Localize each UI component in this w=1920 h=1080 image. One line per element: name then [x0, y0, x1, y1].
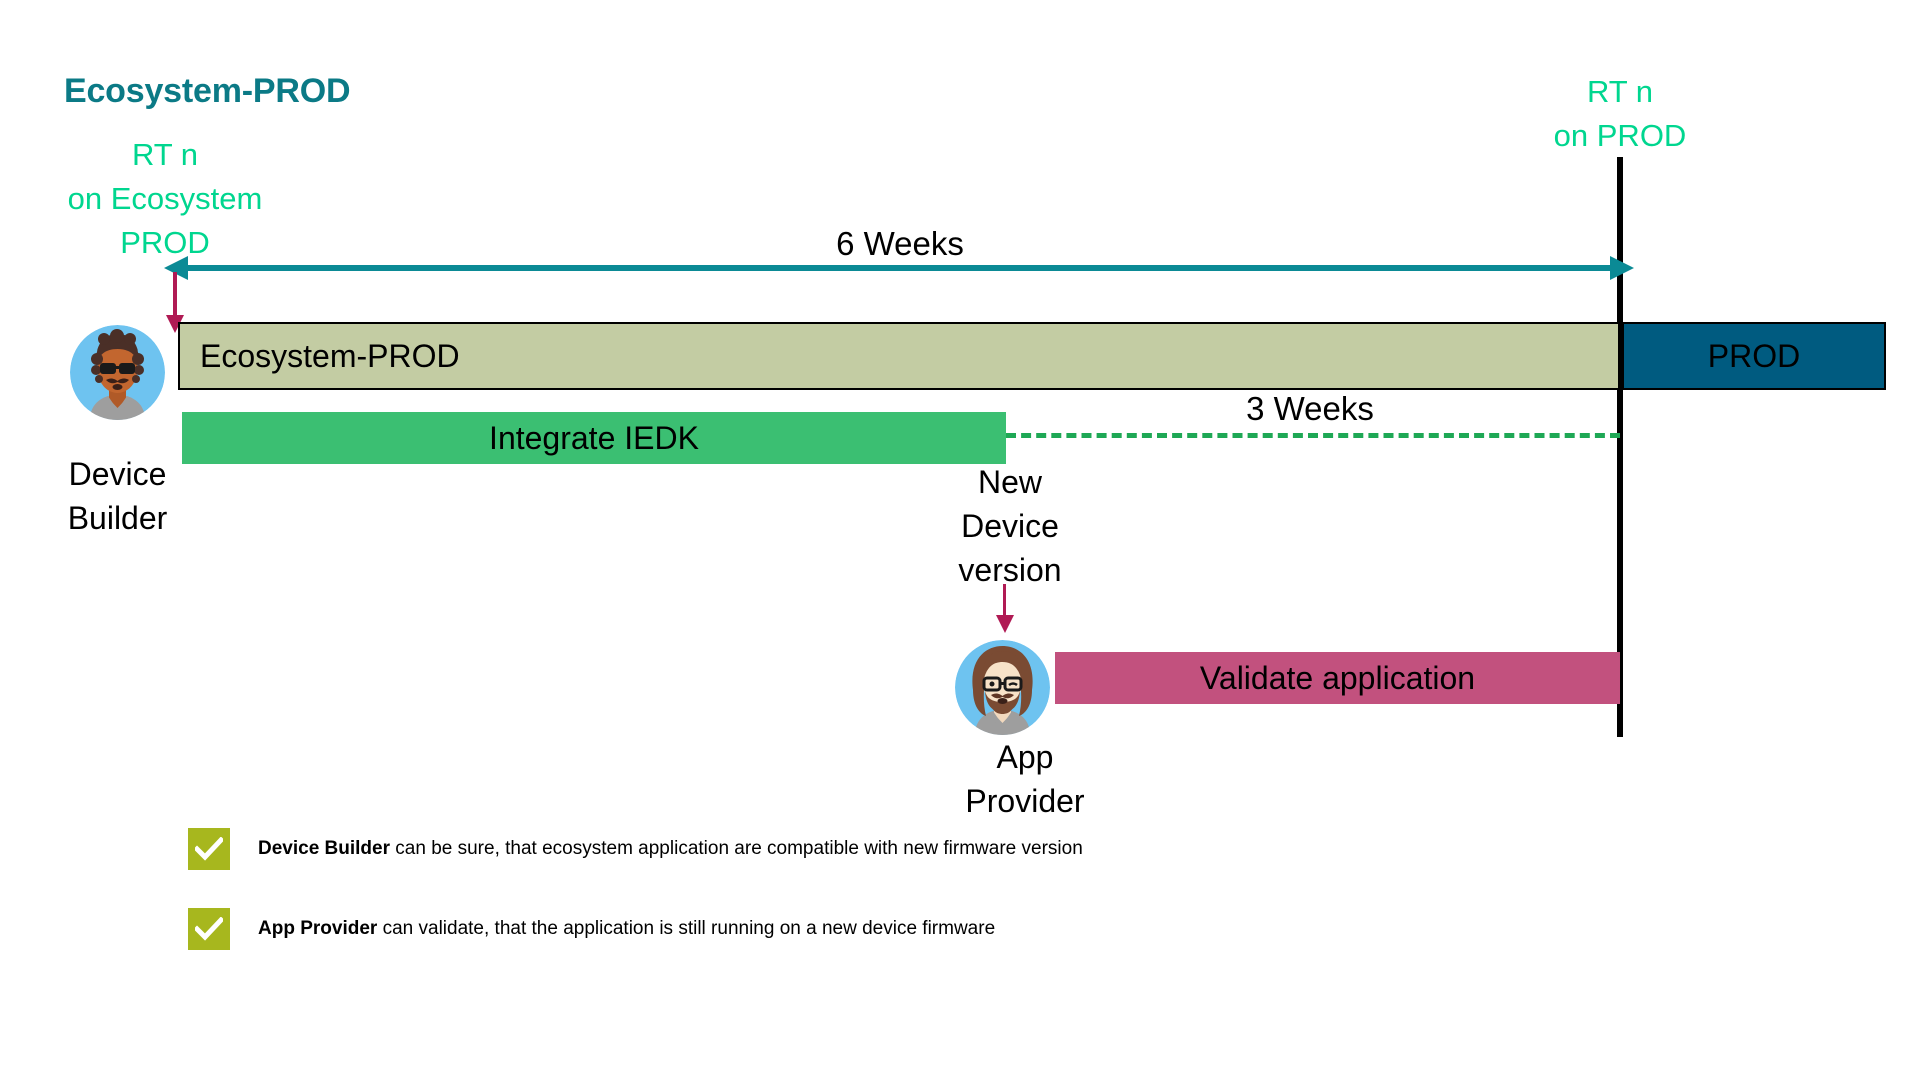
- annotation-new-device-version-line3: version: [958, 552, 1062, 588]
- bar-validate-application: Validate application: [1055, 652, 1620, 704]
- bar-integrate-iedk: Integrate IEDK: [182, 412, 1006, 464]
- actor-label-app-provider: App Provider: [900, 735, 1150, 823]
- bar-prod: PROD: [1622, 322, 1886, 390]
- footnote-app-provider: App Provider can validate, that the appl…: [188, 908, 995, 950]
- footnote-device-builder: Device Builder can be sure, that ecosyst…: [188, 828, 1083, 870]
- check-icon: [188, 908, 230, 950]
- arrow-head-right-icon: [1610, 256, 1634, 280]
- avatar-device-builder-image: [70, 325, 165, 420]
- actor-label-device-builder-line2: Builder: [67, 500, 168, 536]
- avatar-app-provider: [955, 640, 1050, 735]
- milestone-label-right-line2: on PROD: [1553, 118, 1687, 153]
- bar-validate-application-label: Validate application: [1199, 659, 1476, 696]
- milestone-vertical-line: [1617, 157, 1623, 737]
- avatar-device-builder: [70, 325, 165, 420]
- actor-label-app-provider-line2: Provider: [965, 783, 1085, 819]
- bar-prod-label: PROD: [1707, 337, 1801, 374]
- bar-ecosystem-prod-label: Ecosystem-PROD: [200, 337, 460, 374]
- milestone-label-right-line1: RT n: [1586, 74, 1654, 109]
- drop-arrow-mid-head-icon: [996, 615, 1014, 633]
- footnote-app-provider-rest: can validate, that the application is st…: [377, 918, 996, 939]
- actor-label-device-builder-line1: Device: [68, 456, 167, 492]
- bar-ecosystem-prod: Ecosystem-PROD: [178, 322, 1620, 390]
- drop-arrow-mid-shaft: [1003, 584, 1006, 624]
- duration-label-six-weeks: 6 Weeks: [836, 225, 964, 262]
- duration-dashed-line-three-weeks: [1006, 433, 1620, 438]
- actor-label-app-provider-line1: App: [996, 739, 1054, 775]
- page-title: Ecosystem-PROD: [64, 72, 351, 110]
- avatar-app-provider-image: [955, 640, 1050, 735]
- annotation-new-device-version: New Device version: [880, 460, 1140, 592]
- footnote-device-builder-rest: can be sure, that ecosystem application …: [390, 838, 1083, 859]
- milestone-label-left-line2: on Ecosystem: [67, 181, 263, 216]
- footnote-device-builder-text: Device Builder can be sure, that ecosyst…: [258, 838, 1083, 860]
- bar-integrate-iedk-label: Integrate IEDK: [489, 419, 699, 456]
- footnote-app-provider-bold: App Provider: [258, 918, 378, 939]
- milestone-label-right: RT n on PROD: [1495, 70, 1745, 158]
- duration-arrow-six-weeks: [182, 265, 1618, 271]
- footnote-app-provider-text: App Provider can validate, that the appl…: [258, 918, 995, 940]
- actor-label-device-builder: Device Builder: [25, 452, 210, 540]
- annotation-new-device-version-line1: New: [977, 464, 1042, 500]
- drop-arrow-left-shaft: [173, 272, 177, 324]
- milestone-label-left: RT n on Ecosystem PROD: [40, 133, 290, 265]
- milestone-label-left-line3: PROD: [120, 225, 210, 260]
- footnote-device-builder-bold: Device Builder: [258, 838, 390, 859]
- duration-label-three-weeks: 3 Weeks: [1246, 390, 1374, 427]
- annotation-new-device-version-line2: Device: [961, 508, 1059, 544]
- milestone-label-left-line1: RT n: [131, 137, 199, 172]
- check-icon: [188, 828, 230, 870]
